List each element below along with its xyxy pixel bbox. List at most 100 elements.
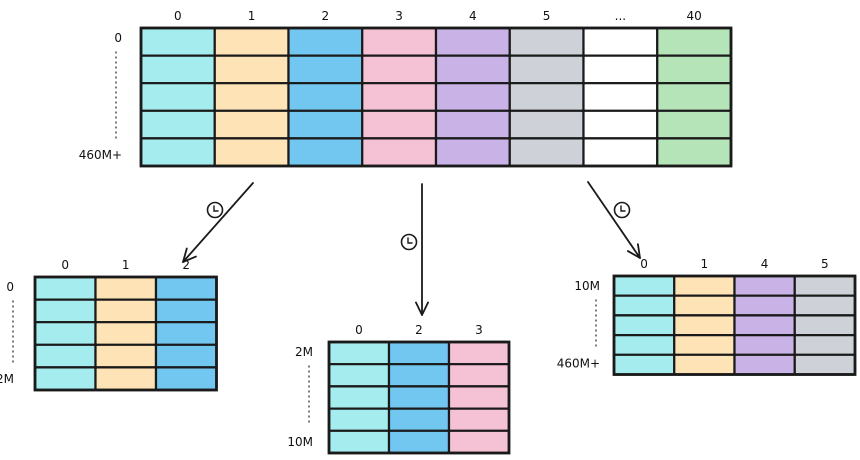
arrow-head (415, 301, 429, 316)
column-header: 1 (122, 258, 130, 272)
table-cell (582, 26, 659, 57)
table-frame (139, 26, 733, 168)
clock-icon (613, 201, 631, 219)
table-cell (287, 26, 364, 57)
arrow-head (626, 243, 641, 259)
table-cell (508, 26, 585, 57)
table-cell (139, 26, 216, 57)
column-header: 0 (640, 257, 648, 271)
partition-left: 01202M (0, 258, 218, 392)
column-header: 5 (543, 9, 551, 23)
clock-face (400, 233, 418, 251)
table-cell (447, 429, 511, 455)
table-cell (447, 363, 511, 388)
table-cell (327, 340, 391, 366)
table-cell (154, 343, 218, 369)
row-end-label: 460M+ (79, 148, 122, 162)
table-cell (612, 353, 676, 376)
table-frame (612, 274, 857, 376)
table-cell (673, 353, 736, 376)
table-cell (387, 363, 451, 388)
table-cell (508, 109, 585, 140)
row-start-label: 0 (6, 280, 14, 294)
table-cell (287, 82, 364, 112)
arrow-to-middle (415, 183, 429, 316)
row-end-label: 10M (287, 435, 313, 449)
table-cell (582, 82, 659, 112)
table-cell (656, 26, 733, 57)
table-cell (33, 366, 97, 392)
table-cell (154, 298, 218, 324)
table-cell (139, 137, 216, 168)
table-cell (287, 109, 364, 140)
table-cell (656, 82, 733, 112)
table-cell (139, 109, 216, 140)
table-cell (793, 274, 857, 297)
table-cell (94, 321, 158, 346)
arrow-to-right (587, 181, 641, 259)
table-cell (213, 82, 290, 112)
table-cell (673, 274, 736, 297)
table-cell (33, 321, 97, 346)
table-cell (508, 54, 585, 85)
table-cell (361, 26, 438, 57)
table-cell (508, 137, 585, 168)
table-cell (387, 385, 451, 410)
table-cell (361, 54, 438, 85)
table-cell (612, 314, 676, 337)
table-cell (94, 366, 158, 392)
table-cell (287, 137, 364, 168)
clock-face (206, 201, 224, 219)
table-cell (447, 340, 511, 366)
table-cell (33, 275, 97, 301)
clock-icon (400, 233, 418, 251)
table-frame (33, 275, 218, 392)
table-cell (154, 275, 218, 301)
clock-face (613, 201, 631, 219)
table-cell (434, 82, 511, 112)
column-header: 3 (395, 9, 403, 23)
table-cell (327, 363, 391, 388)
column-header: 4 (761, 257, 769, 271)
table-cell (327, 385, 391, 410)
column-header: ... (615, 9, 626, 23)
column-header: 4 (469, 9, 477, 23)
table-cell (582, 109, 659, 140)
table-cell (213, 26, 290, 57)
table-cell (434, 137, 511, 168)
table-cell (733, 314, 796, 337)
table-cell (656, 109, 733, 140)
table-cell (793, 294, 857, 317)
row-end-label: 2M (0, 372, 14, 386)
column-header: 1 (701, 257, 709, 271)
table-cell (361, 109, 438, 140)
column-header: 0 (61, 258, 69, 272)
column-header: 5 (821, 257, 829, 271)
table-cell (582, 54, 659, 85)
arrow-shaft (182, 182, 254, 263)
table-cell (213, 137, 290, 168)
column-header: 0 (355, 323, 363, 337)
table-cell (733, 334, 796, 356)
table-cell (94, 275, 158, 301)
table-cell (387, 429, 451, 455)
clock-hands (213, 205, 219, 212)
arrow-to-left (182, 182, 254, 263)
table-cell (673, 334, 736, 356)
table-cell (793, 314, 857, 337)
table-cell (733, 274, 796, 297)
table-cell (387, 407, 451, 432)
table-cell (33, 343, 97, 369)
table-cell (287, 54, 364, 85)
table-cell (361, 137, 438, 168)
table-cell (612, 334, 676, 356)
table-cell (508, 82, 585, 112)
clock-hands (620, 205, 626, 212)
arrow-shaft (587, 181, 641, 259)
table-cell (582, 137, 659, 168)
table-cell (33, 298, 97, 324)
